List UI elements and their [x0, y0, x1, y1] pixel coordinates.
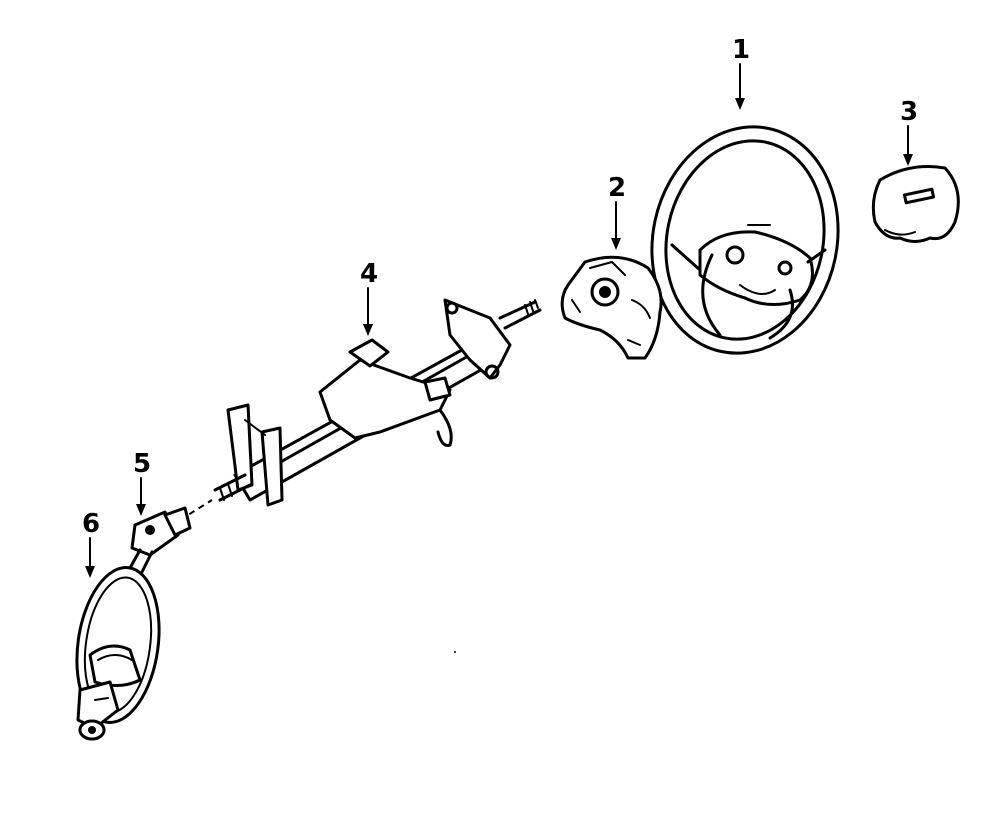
callout-label: 5 — [133, 449, 151, 479]
stray-mark — [454, 651, 456, 653]
callout-label: 1 — [732, 35, 750, 65]
part-5-intermediate-shaft — [128, 506, 192, 574]
callout-label: 3 — [900, 97, 918, 127]
callout-5: 5 — [133, 449, 151, 516]
part-4-steering-column — [213, 298, 542, 507]
callout-2: 2 — [608, 173, 626, 250]
callout-1: 1 — [732, 35, 750, 110]
callout-6: 6 — [82, 509, 100, 578]
part-2-hub-housing — [560, 255, 663, 360]
part-1-steering-wheel — [650, 125, 840, 355]
part-6-boot-seal — [75, 566, 161, 741]
callout-label: 6 — [82, 509, 100, 539]
callout-3: 3 — [900, 97, 918, 166]
callout-4: 4 — [360, 259, 378, 336]
callout-label: 4 — [360, 259, 378, 289]
callout-label: 2 — [608, 173, 626, 203]
part-3-horn-pad — [871, 165, 960, 243]
